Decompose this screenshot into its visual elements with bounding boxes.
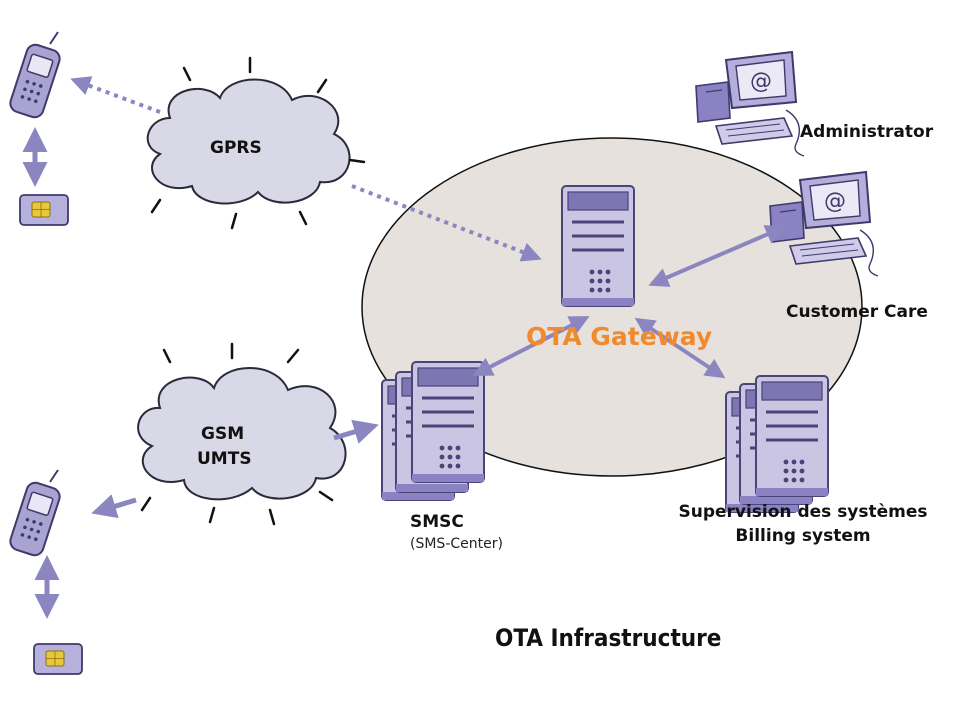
umts-label: UMTS <box>197 449 252 469</box>
ota-gateway-server-icon <box>560 184 636 308</box>
gsm-label: GSM <box>201 424 245 444</box>
smsc-label: SMSC <box>410 512 464 532</box>
gsm-umts-cloud-icon <box>137 342 347 526</box>
gprs-gateway-link <box>351 184 542 262</box>
gprs-label: GPRS <box>210 138 262 158</box>
customer-care-label: Customer Care <box>786 302 928 322</box>
smsc-gateway-link <box>472 316 590 376</box>
smsc-server-cluster-icon <box>380 360 486 502</box>
sim-card-icon <box>19 194 69 226</box>
billing-server-cluster-icon <box>724 374 830 514</box>
mobile-phone-icon <box>7 469 63 559</box>
gsm-phone-link <box>91 494 137 519</box>
administrator-computer-terminal-icon <box>695 51 805 157</box>
gateway-billing-link <box>634 317 726 379</box>
gateway-customer-care-link <box>648 225 786 287</box>
ota-gateway-label: OTA Gateway <box>526 322 713 351</box>
supervision-label: Supervision des systèmes <box>678 502 928 522</box>
mobile-phone-icon <box>7 31 63 121</box>
sim-card-icon <box>33 643 83 675</box>
gprs-cloud-icon <box>146 56 366 230</box>
billing-system-label: Billing system <box>735 526 871 546</box>
smsc-sub-label: (SMS-Center) <box>410 536 503 552</box>
administrator-label: Administrator <box>800 122 934 142</box>
gprs-phone-link <box>70 76 161 114</box>
diagram-title: OTA Infrastructure <box>495 624 722 652</box>
gsm-smsc-link <box>333 419 379 444</box>
